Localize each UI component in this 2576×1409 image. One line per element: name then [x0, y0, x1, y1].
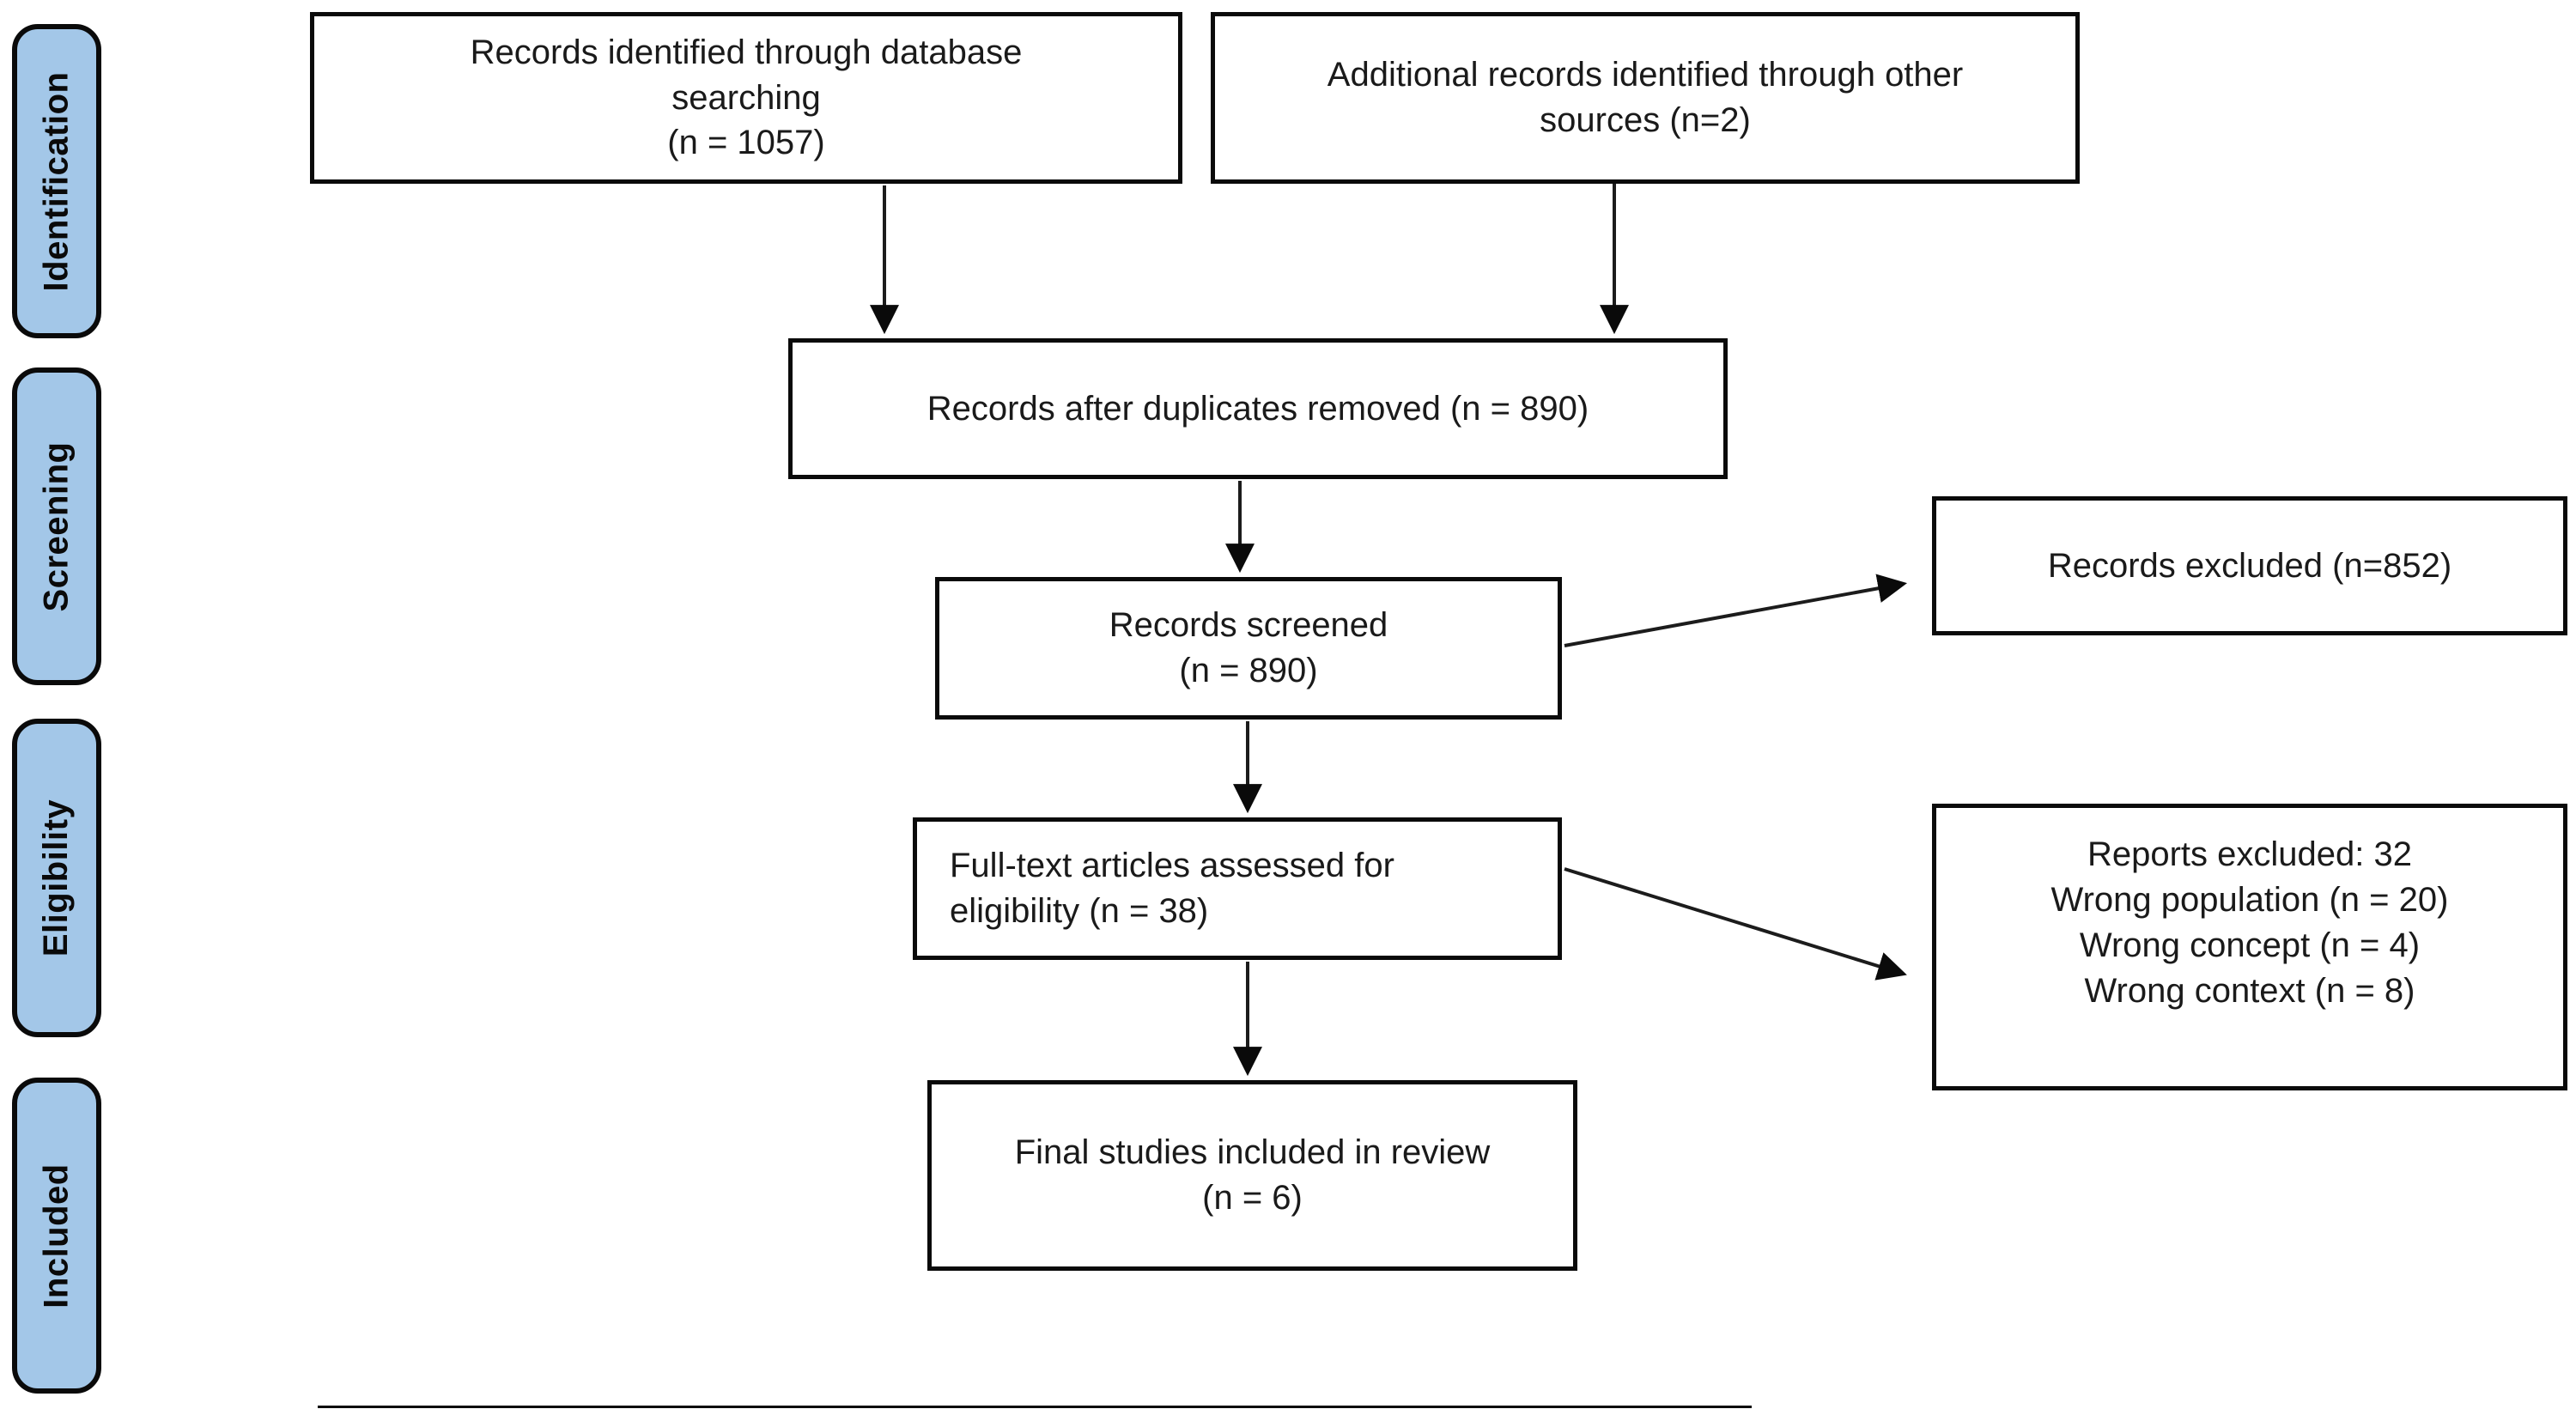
stage-identification-label: Identification	[37, 71, 76, 291]
records-screened-text: Records screened (n = 890)	[1109, 606, 1388, 689]
fulltext-assessed-text: Full-text articles assessed for eligibil…	[950, 847, 1394, 930]
duplicates-removed-text: Records after duplicates removed (n = 89…	[927, 389, 1589, 428]
final-included-text: Final studies included in review (n = 6)	[1014, 1133, 1491, 1217]
arrow-fulltext-to-reports-excluded	[1564, 867, 1907, 981]
arrow-screened-to-excluded	[1564, 574, 1908, 647]
fulltext-assessed-box: Full-text articles assessed for eligibil…	[913, 817, 1562, 960]
bottom-edge-line	[318, 1406, 1752, 1408]
duplicates-removed-box: Records after duplicates removed (n = 89…	[788, 338, 1728, 479]
records-screened-box: Records screened (n = 890)	[935, 577, 1562, 720]
reports-excluded-text: Reports excluded: 32 Wrong population (n…	[2050, 835, 2449, 1010]
final-included-box: Final studies included in review (n = 6)	[927, 1080, 1577, 1271]
stage-included: Included	[12, 1078, 101, 1394]
stage-included-label: Included	[37, 1163, 76, 1309]
records-excluded-box: Records excluded (n=852)	[1932, 496, 2567, 635]
records-identified-text: Records identified through database sear…	[470, 33, 1023, 162]
stage-identification: Identification	[12, 24, 101, 338]
records-identified-box: Records identified through database sear…	[310, 12, 1182, 184]
reports-excluded-box: Reports excluded: 32 Wrong population (n…	[1932, 804, 2567, 1090]
stage-eligibility-label: Eligibility	[37, 799, 76, 957]
records-excluded-text: Records excluded (n=852)	[2047, 546, 2452, 585]
additional-records-text: Additional records identified through ot…	[1327, 56, 1964, 139]
stage-eligibility: Eligibility	[12, 719, 101, 1037]
stage-screening-label: Screening	[37, 441, 76, 611]
stage-screening: Screening	[12, 367, 101, 685]
additional-records-box: Additional records identified through ot…	[1211, 12, 2080, 184]
